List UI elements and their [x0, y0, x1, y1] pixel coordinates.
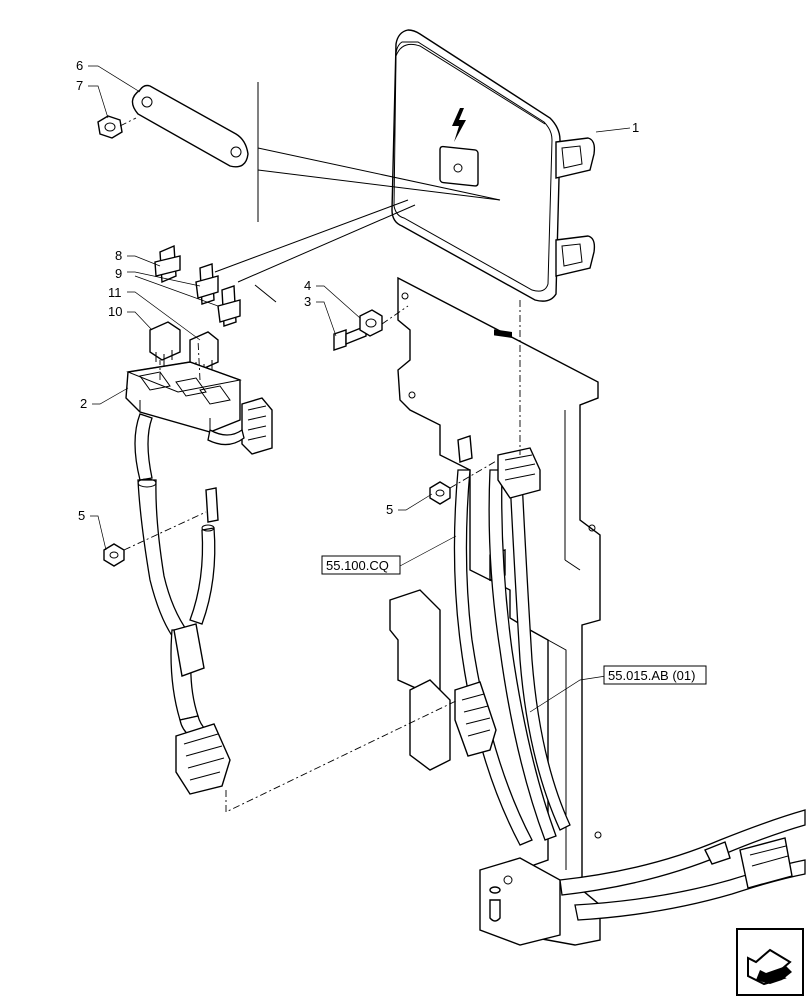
control-module	[391, 29, 596, 338]
callout-labels: 1 6 7 8 9 11 10 2 4 3 5 5	[76, 58, 639, 523]
lightning-bolt-icon	[452, 108, 466, 142]
reference-label-55-015-ab: 55.015.AB (01)	[608, 668, 695, 683]
callout-11: 11	[108, 285, 122, 300]
reference-link-55-100-cq[interactable]: 55.100.CQ	[321, 555, 401, 575]
callout-8: 8	[115, 248, 122, 263]
bracket-harness	[453, 435, 806, 921]
relay-clips	[154, 244, 241, 327]
callout-2: 2	[80, 396, 87, 411]
reference-label-55-100-cq: 55.100.CQ	[326, 558, 389, 573]
callout-5-right: 5	[386, 502, 393, 517]
callout-6: 6	[76, 58, 83, 73]
strap-bracket	[131, 84, 249, 168]
callout-10: 10	[108, 304, 122, 319]
callout-3: 3	[304, 294, 311, 309]
flange-nut	[359, 309, 383, 337]
next-page-arrow-icon[interactable]	[736, 928, 804, 996]
callout-1: 1	[632, 120, 639, 135]
callout-5-left: 5	[78, 508, 85, 523]
relays	[149, 321, 219, 376]
leader-lines	[88, 65, 631, 713]
reference-link-55-015-ab[interactable]: 55.015.AB (01)	[603, 665, 707, 685]
callout-4: 4	[304, 278, 311, 293]
nut-left	[103, 543, 125, 567]
callout-9: 9	[115, 266, 122, 281]
nut-right	[429, 481, 451, 505]
fuse-box-harness	[125, 361, 273, 795]
assembly-lines	[119, 82, 521, 813]
nut	[97, 115, 123, 139]
callout-7: 7	[76, 78, 83, 93]
